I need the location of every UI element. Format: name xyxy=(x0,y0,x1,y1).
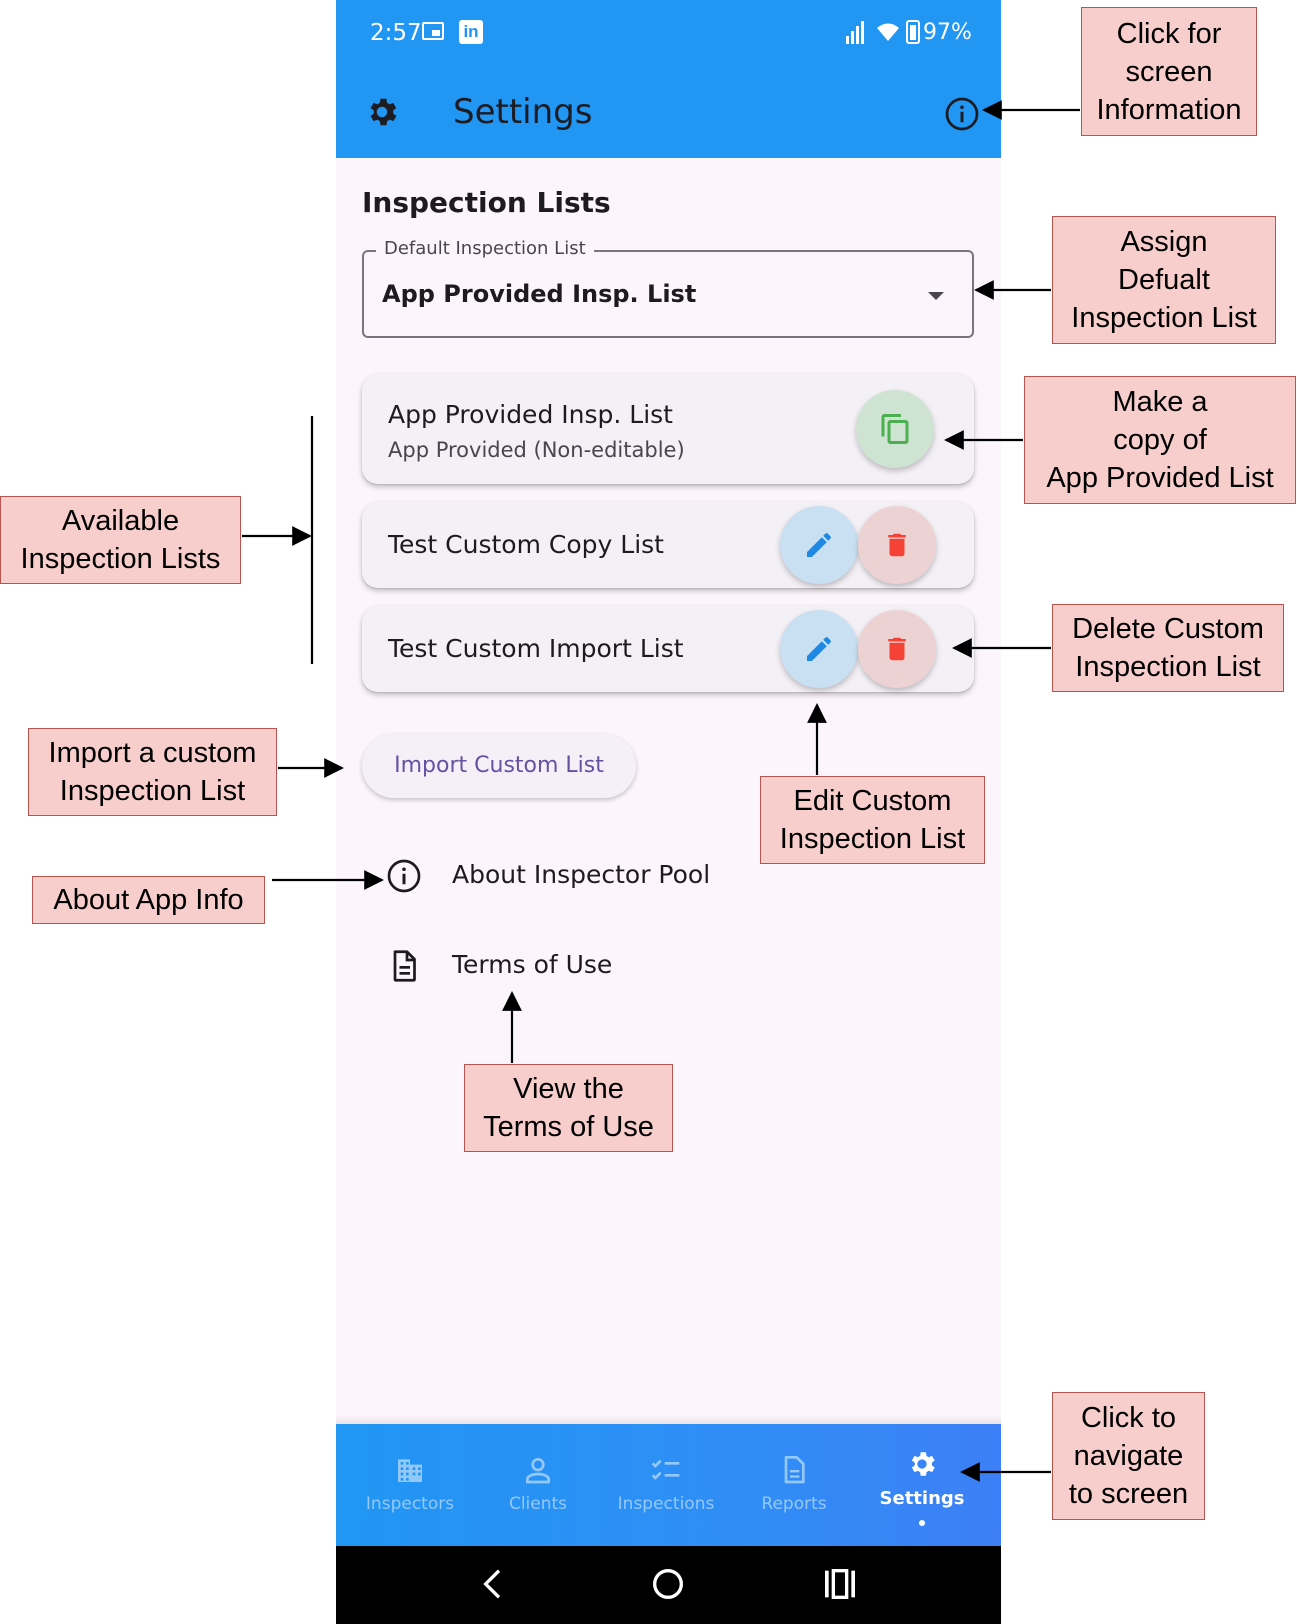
battery-icon xyxy=(906,20,920,44)
status-bar: 2:57 in 97% xyxy=(336,0,1001,70)
list-name: Test Custom Import List xyxy=(388,634,684,663)
report-icon xyxy=(784,1456,805,1484)
list-name: Test Custom Copy List xyxy=(388,530,664,559)
annotation-make-copy: Make a copy of App Provided List xyxy=(1024,376,1296,504)
nav-label: Inspectors xyxy=(365,1494,455,1514)
info-icon xyxy=(387,859,421,893)
active-indicator xyxy=(919,1520,925,1526)
app-bar: Settings xyxy=(336,70,1001,158)
wifi-icon xyxy=(877,23,899,41)
pencil-icon xyxy=(807,637,831,661)
nav-inspectors[interactable]: Inspectors xyxy=(346,1424,474,1546)
nav-reports[interactable]: Reports xyxy=(730,1424,858,1546)
system-navigation-bar xyxy=(336,1546,1001,1624)
inspection-list-card: Test Custom Import List xyxy=(362,606,974,692)
annotation-navigate: Click to navigate to screen xyxy=(1052,1392,1205,1520)
page-title: Settings xyxy=(453,92,593,132)
copy-icon xyxy=(881,414,909,444)
building-icon xyxy=(398,1459,422,1482)
linkedin-icon: in xyxy=(459,20,483,44)
cast-icon xyxy=(422,22,444,40)
nav-inspections[interactable]: Inspections xyxy=(602,1424,730,1546)
chevron-down-icon xyxy=(928,292,944,300)
about-label: About Inspector Pool xyxy=(452,860,711,889)
inspection-list-card: Test Custom Copy List xyxy=(362,502,974,588)
default-inspection-list-dropdown[interactable]: Default Inspection List App Provided Ins… xyxy=(362,238,974,338)
battery-percent: 97% xyxy=(923,20,972,45)
section-title: Inspection Lists xyxy=(362,186,611,219)
copy-list-button[interactable] xyxy=(856,390,934,468)
annotation-about-app: About App Info xyxy=(32,876,265,924)
signal-icon xyxy=(846,21,864,44)
nav-label: Clients xyxy=(508,1494,568,1514)
annotation-import-custom: Import a custom Inspection List xyxy=(28,728,277,816)
annotation-available-lists: Available Inspection Lists xyxy=(0,496,241,584)
status-time: 2:57 xyxy=(370,20,422,46)
terms-label: Terms of Use xyxy=(452,950,613,979)
nav-label: Settings xyxy=(879,1488,965,1509)
info-button[interactable] xyxy=(944,96,980,132)
back-icon[interactable] xyxy=(474,1564,514,1604)
nav-settings[interactable]: Settings xyxy=(858,1424,986,1546)
checklist-icon xyxy=(651,1459,680,1480)
inspection-list-card: App Provided Insp. List App Provided (No… xyxy=(362,374,974,484)
nav-label: Reports xyxy=(761,1494,827,1514)
annotation-screen-info: Click for screen Information xyxy=(1081,7,1257,136)
terms-menu-item[interactable]: Terms of Use xyxy=(386,936,946,996)
home-icon[interactable] xyxy=(648,1564,688,1604)
list-subtitle: App Provided (Non-editable) xyxy=(388,438,685,462)
gear-icon xyxy=(911,1452,935,1476)
annotation-assign-default: Assign Defualt Inspection List xyxy=(1052,216,1276,344)
import-custom-list-button[interactable]: Import Custom List xyxy=(362,734,636,798)
nav-clients[interactable]: Clients xyxy=(474,1424,602,1546)
bottom-navigation: Inspectors Clients Inspections Reports xyxy=(336,1414,1001,1546)
trash-icon xyxy=(888,637,906,661)
recents-icon[interactable] xyxy=(820,1564,860,1604)
annotation-edit-custom: Edit Custom Inspection List xyxy=(760,776,985,864)
nav-label: Inspections xyxy=(617,1494,715,1514)
dropdown-label: Default Inspection List xyxy=(376,238,594,259)
trash-icon xyxy=(888,533,906,557)
pencil-icon xyxy=(807,533,831,557)
annotation-view-terms: View the Terms of Use xyxy=(464,1064,673,1152)
delete-list-button[interactable] xyxy=(858,610,936,688)
document-icon xyxy=(393,950,416,982)
about-menu-item[interactable]: About Inspector Pool xyxy=(386,846,946,906)
gear-icon xyxy=(370,98,397,126)
edit-list-button[interactable] xyxy=(780,506,858,584)
edit-list-button[interactable] xyxy=(780,610,858,688)
dropdown-value: App Provided Insp. List xyxy=(382,280,697,308)
annotation-delete-custom: Delete Custom Inspection List xyxy=(1052,604,1284,692)
person-icon xyxy=(526,1458,550,1484)
delete-list-button[interactable] xyxy=(858,506,936,584)
list-name: App Provided Insp. List xyxy=(388,400,673,429)
